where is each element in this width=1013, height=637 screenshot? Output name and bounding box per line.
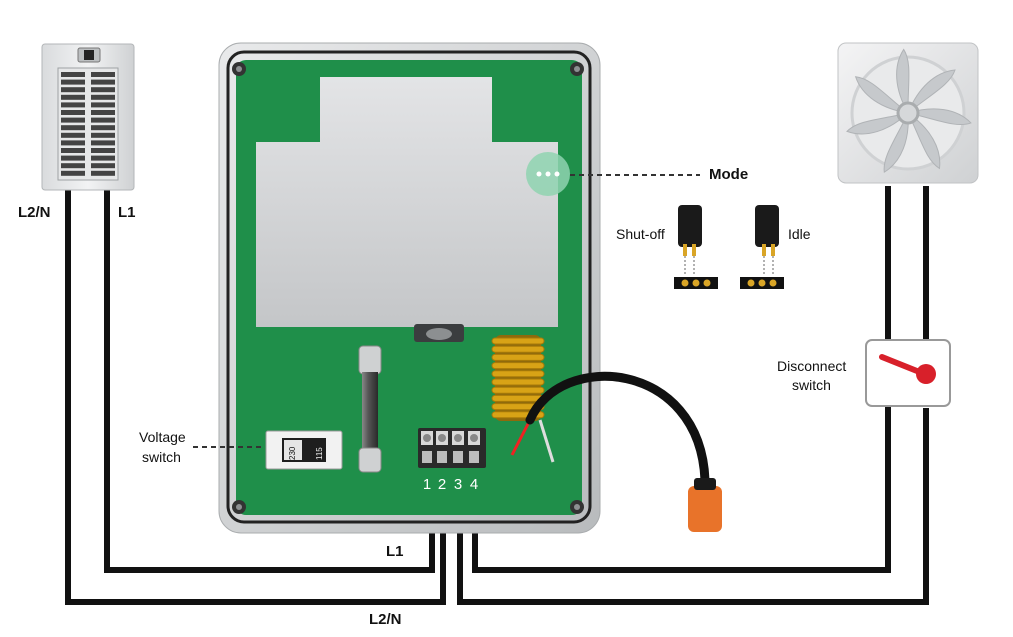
breaker-left xyxy=(61,140,85,146)
coil-turn xyxy=(491,345,545,353)
coil-turn xyxy=(491,403,545,411)
breaker-left xyxy=(61,110,85,115)
terminal-number-3: 3 xyxy=(454,476,462,493)
coil-turn xyxy=(491,362,545,370)
breaker-right xyxy=(91,170,115,176)
coil-turn xyxy=(491,386,545,394)
fan-blade xyxy=(896,48,910,114)
breaker-right xyxy=(91,94,115,100)
breaker-panel-icon xyxy=(41,43,135,191)
panel-l1-label: L1 xyxy=(118,204,136,221)
fan-blade xyxy=(907,108,972,126)
terminal-block xyxy=(418,428,486,468)
breaker-right xyxy=(91,110,115,115)
bottom-l2n-label: L2/N xyxy=(369,611,402,628)
breaker-left xyxy=(61,79,85,85)
breaker-left xyxy=(61,125,85,131)
breaker-left xyxy=(61,155,85,161)
wire-terminal-3 xyxy=(457,408,929,605)
wire-l2n xyxy=(65,190,446,605)
breaker-right xyxy=(91,102,115,108)
idle-label: Idle xyxy=(788,226,811,242)
terminal-screw-head xyxy=(423,434,431,442)
fan-blade xyxy=(846,112,909,135)
breaker-left xyxy=(61,163,85,169)
panel-l2n-label: L2/N xyxy=(18,204,51,221)
terminal-clamp xyxy=(437,451,447,463)
breaker-right xyxy=(91,163,115,169)
terminal-numbers: 1 2 3 4 xyxy=(423,476,478,493)
inductor-coil xyxy=(491,335,545,421)
fan-blade xyxy=(883,112,909,173)
terminal-clamp xyxy=(453,451,463,463)
breaker-right xyxy=(91,117,115,123)
coil-turn xyxy=(491,353,545,361)
breaker-right xyxy=(91,125,115,131)
controller-enclosure: 230 115 1 2 3 4 xyxy=(218,42,722,534)
voltage-230-label: 230 xyxy=(288,446,297,460)
breaker-right xyxy=(91,155,115,161)
breaker-right xyxy=(91,79,115,85)
coil-turn xyxy=(491,337,545,345)
fan-icon xyxy=(837,42,979,184)
coil-turn xyxy=(491,378,545,386)
board-cover xyxy=(256,77,558,327)
shut-off-label: Shut-off xyxy=(616,226,665,242)
terminal-number-4: 4 xyxy=(470,476,478,493)
terminal-clamp xyxy=(422,451,432,463)
jumper-shut-off-icon xyxy=(674,205,718,289)
voltage-switch: 230 115 xyxy=(265,430,343,470)
breaker-right xyxy=(91,148,115,153)
breaker-left xyxy=(61,148,85,153)
sensor-cable xyxy=(510,371,710,485)
terminal-clamp xyxy=(469,451,479,463)
mode-label: Mode xyxy=(709,166,748,183)
terminal-number-2: 2 xyxy=(438,476,446,493)
disconnect-label-line2: switch xyxy=(792,377,831,393)
terminal-screw-head xyxy=(470,434,478,442)
breaker-left xyxy=(61,170,85,176)
breaker-right xyxy=(91,140,115,146)
breaker-right xyxy=(91,87,115,93)
fan-blade xyxy=(854,76,909,114)
coil-turn xyxy=(491,370,545,378)
breaker-left xyxy=(61,87,85,93)
fan-blade xyxy=(907,69,956,114)
jumper-idle-icon xyxy=(740,205,784,289)
breaker-left xyxy=(61,117,85,123)
terminal-screw-head xyxy=(454,434,462,442)
sensor-probe-icon xyxy=(688,478,722,532)
disconnect-label-line1: Disconnect xyxy=(777,358,846,374)
fuse xyxy=(358,345,382,473)
fan-blade xyxy=(907,112,941,170)
disconnect-switch-icon xyxy=(865,339,951,407)
coil-turn xyxy=(491,394,545,402)
voltage-115-label: 115 xyxy=(315,447,324,460)
voltage-label-line2: switch xyxy=(142,449,181,465)
breaker-right xyxy=(91,72,115,77)
terminal-screw-head xyxy=(438,434,446,442)
breaker-left xyxy=(61,72,85,77)
breaker-left xyxy=(61,132,85,138)
breaker-right xyxy=(91,132,115,138)
breaker-left xyxy=(61,102,85,108)
terminal-number-1: 1 xyxy=(423,476,431,493)
bottom-l1-label: L1 xyxy=(386,543,404,560)
breaker-left xyxy=(61,94,85,100)
mode-jumper-location xyxy=(526,152,570,196)
voltage-label-line1: Voltage xyxy=(139,429,186,445)
